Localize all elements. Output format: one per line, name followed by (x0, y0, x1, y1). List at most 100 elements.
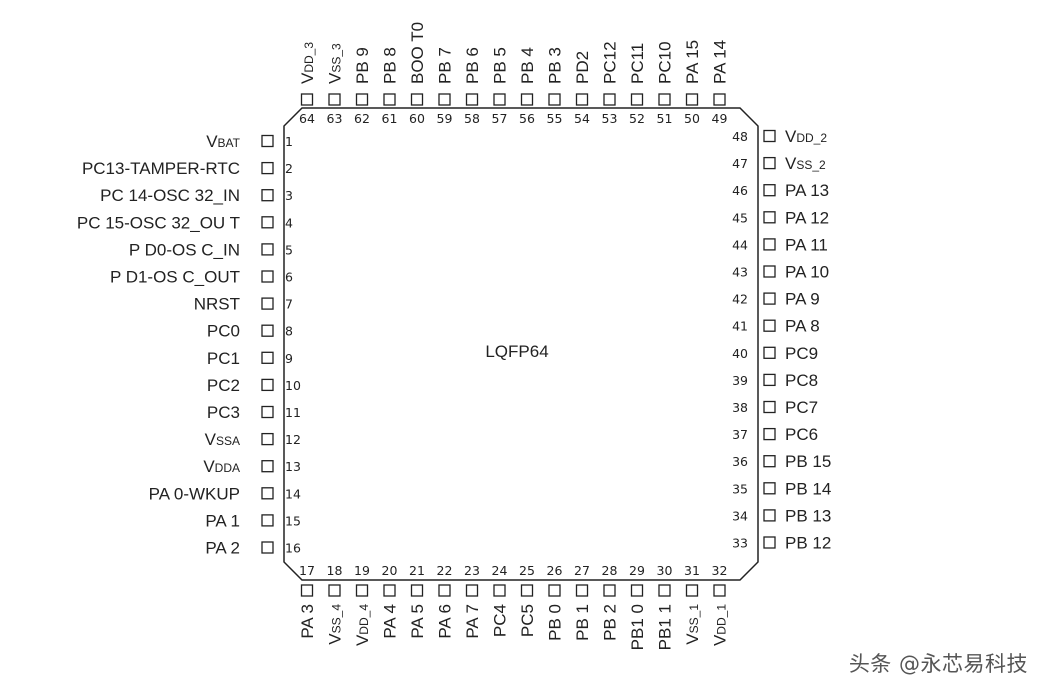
pin-14-pad (261, 487, 274, 500)
pin-54-pad (575, 93, 589, 106)
pin-17-pad (300, 584, 314, 597)
pin-3-label: PC 14-OSC 32_IN (100, 186, 240, 205)
pin-57-pad (493, 93, 506, 106)
pin-61-pad (383, 93, 396, 106)
pin-10-pad (261, 378, 274, 392)
pin-25-label: PC5 (518, 604, 537, 637)
pin-18-pad (328, 584, 341, 597)
pin-44-number: 44 (732, 237, 748, 252)
pin-54-number: 54 (574, 111, 590, 126)
pin-39-number: 39 (732, 373, 748, 388)
pin-12-number: 12 (285, 432, 301, 447)
pin-11-label: PC3 (207, 403, 240, 422)
pin-43-label: PA 10 (785, 263, 829, 282)
pin-23-label: PA 7 (463, 604, 482, 639)
pin-2-number: 2 (285, 161, 293, 176)
pin-35-pad (763, 482, 776, 495)
pin-21-number: 21 (409, 563, 425, 578)
pin-22-pad (438, 584, 451, 597)
pin-13-pad (261, 460, 274, 473)
pin-20-number: 20 (382, 563, 398, 578)
pin-10-number: 10 (285, 378, 301, 393)
pin-33-number: 33 (732, 536, 748, 551)
pin-17-number: 17 (299, 563, 315, 578)
pin-64-number: 64 (299, 111, 315, 126)
pin-23-number: 23 (464, 563, 480, 578)
pin-8-pad (261, 324, 274, 337)
pin-35-number: 35 (732, 481, 748, 496)
pin-55-number: 55 (547, 111, 563, 126)
pin-64-pad (300, 93, 314, 106)
pin-7-number: 7 (285, 297, 293, 312)
pin-34-number: 34 (732, 508, 748, 523)
pin-27-pad (575, 584, 589, 597)
pin-52-pad (630, 93, 644, 106)
pin-27-label: PB 1 (573, 604, 592, 641)
pin-59-pad (438, 93, 451, 106)
pin-1-pad (261, 134, 274, 148)
pin-58-pad (465, 93, 479, 106)
pin-3-pad (261, 189, 274, 202)
pin-28-number: 28 (602, 563, 618, 578)
pin-57-number: 57 (492, 111, 508, 126)
pin-37-number: 37 (732, 427, 748, 442)
pin-28-label: PB 2 (601, 604, 620, 641)
pin-29-pad (630, 584, 644, 597)
pin-63-number: 63 (327, 111, 343, 126)
pin-5-pad (261, 243, 274, 256)
pin-30-pad (658, 584, 671, 597)
pin-14-label: PA 0-WKUP (149, 484, 240, 503)
pin-57-label: PB 5 (491, 47, 510, 84)
pin-19-label: VDD_4 (353, 604, 372, 646)
pin-42-label: PA 9 (785, 290, 820, 309)
pin-62-pad (355, 93, 369, 106)
pin-63-pad (328, 93, 341, 106)
pin-38-pad (763, 400, 776, 414)
pin-29-label: PB1 0 (628, 604, 647, 650)
pin-60-pad (410, 93, 424, 106)
pin-60-label: BOO T0 (408, 22, 427, 84)
pin-18-number: 18 (327, 563, 343, 578)
pin-6-pad (261, 270, 274, 283)
pin-26-pad (548, 584, 561, 597)
pin-60-number: 60 (409, 111, 425, 126)
pin-9-label: PC1 (207, 349, 240, 368)
pin-48-label: VDD_2 (785, 127, 827, 146)
pin-10-label: PC2 (207, 376, 240, 395)
pin-34-label: PB 13 (785, 506, 831, 525)
pin-11-pad (261, 405, 274, 419)
pin-47-pad (763, 156, 776, 170)
pin-43-number: 43 (732, 265, 748, 280)
pin-58-number: 58 (464, 111, 480, 126)
pin-53-number: 53 (602, 111, 618, 126)
pin-52-label: PC11 (628, 43, 647, 84)
pin-45-number: 45 (732, 210, 748, 225)
pin-31-label: VSS_1 (683, 604, 702, 645)
pin-25-pad (520, 584, 534, 597)
pin-48-pad (763, 129, 776, 143)
chip-body (283, 107, 759, 581)
pin-33-pad (763, 536, 776, 549)
pin-40-number: 40 (732, 346, 748, 361)
pin-50-label: PA 15 (683, 40, 702, 84)
pin-54-label: PD2 (573, 51, 592, 84)
pin-41-label: PA 8 (785, 317, 820, 336)
pin-35-label: PB 14 (785, 479, 831, 498)
pin-51-pad (658, 93, 671, 106)
pin-7-label: NRST (194, 295, 240, 314)
pin-1-number: 1 (285, 134, 293, 149)
pin-13-label: VDDA (203, 457, 240, 476)
pin-5-number: 5 (285, 242, 293, 257)
pin-30-number: 30 (657, 563, 673, 578)
pin-38-number: 38 (732, 400, 748, 415)
pin-37-label: PC6 (785, 425, 818, 444)
pin-21-pad (410, 584, 424, 597)
pin-49-pad (713, 93, 726, 106)
pin-23-pad (465, 584, 479, 597)
pin-47-label: VSS_2 (785, 154, 826, 173)
pin-20-pad (383, 584, 396, 597)
pin-11-number: 11 (285, 405, 301, 420)
pin-42-pad (763, 292, 776, 305)
